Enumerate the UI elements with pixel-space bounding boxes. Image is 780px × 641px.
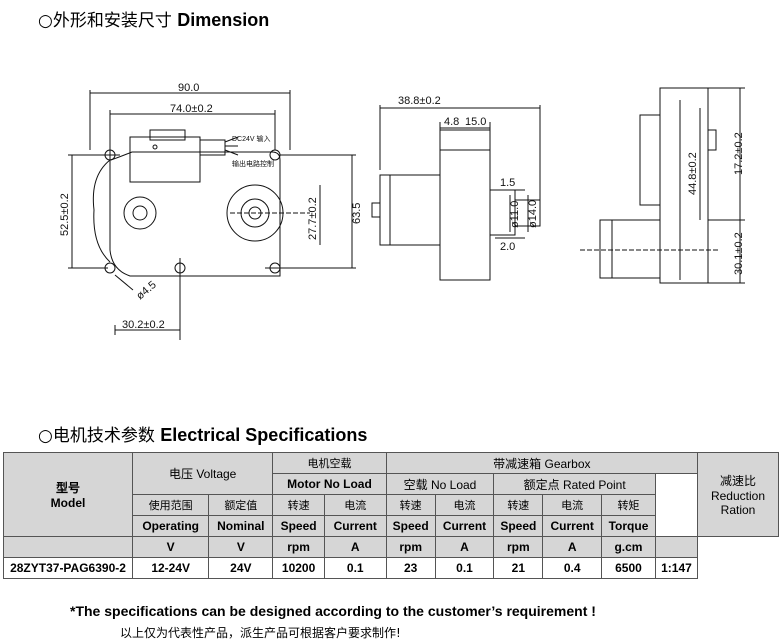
voltage-header: 电压 Voltage bbox=[131, 452, 274, 495]
dim-end-h3: 30.1±0.2 bbox=[733, 232, 745, 275]
cell-noload-speed: 23 bbox=[385, 557, 436, 579]
unit-cell: rpm bbox=[493, 536, 544, 558]
unit-cell: V bbox=[131, 536, 210, 558]
cell-motor-speed: 10200 bbox=[272, 557, 325, 579]
operating-cn: 使用范围 bbox=[131, 494, 210, 516]
dimension-title-en: Dimension bbox=[177, 10, 270, 30]
dim-side-w2: 15.0 bbox=[465, 116, 486, 128]
dimension-drawing: 90.0 74.0±0.2 DC24V 输入 输出电路控制 52.5±0.2 2… bbox=[59, 82, 745, 340]
dim-front-width-holes: 74.0±0.2 bbox=[170, 103, 213, 115]
gearbox-header: 带减速箱 Gearbox bbox=[385, 452, 699, 474]
rated-header: 额定点 Rated Point bbox=[493, 473, 656, 495]
motor-header-en: Motor No Load bbox=[272, 473, 387, 495]
dim-bottom-offset: 30.2±0.2 bbox=[122, 319, 165, 331]
unit-blank bbox=[3, 536, 133, 558]
unit-cell: rpm bbox=[272, 536, 325, 558]
current-cn: 电流 bbox=[434, 494, 495, 516]
spec-title-cn: 电机技术参数 bbox=[52, 426, 155, 446]
cell-operating: 12-24V bbox=[131, 557, 210, 579]
current-en: Current bbox=[542, 515, 602, 537]
bullet-icon: ○ bbox=[38, 11, 53, 31]
unit-cell: V bbox=[208, 536, 274, 558]
dim-shaft-d2: ø14.0 bbox=[527, 200, 539, 228]
dim-shaft-d1: ø11.0 bbox=[509, 201, 521, 228]
speed-cn: 转速 bbox=[493, 494, 544, 516]
dim-shaft-1: 1.5 bbox=[500, 177, 515, 189]
dimension-title: ○外形和安装尺寸 Dimension bbox=[38, 6, 269, 31]
customization-note-cn: 以上仅为代表性产品，派生产品可根据客户要求制作! bbox=[120, 626, 401, 640]
unit-cell: rpm bbox=[385, 536, 436, 558]
cell-motor-current: 0.1 bbox=[323, 557, 387, 579]
unit-cell: g.cm bbox=[601, 536, 656, 558]
torque-cn: 转矩 bbox=[601, 494, 656, 516]
current-cn: 电流 bbox=[323, 494, 387, 516]
speed-en: Speed bbox=[493, 515, 544, 537]
bullet-icon: ○ bbox=[38, 426, 53, 446]
dim-end-h2: 44.8±0.2 bbox=[687, 152, 699, 195]
speed-en: Speed bbox=[272, 515, 325, 537]
speed-cn: 转速 bbox=[272, 494, 325, 516]
connector-out-label: 输出电路控制 bbox=[232, 159, 274, 168]
dim-hole-dia: ø4.5 bbox=[134, 279, 159, 302]
unit-cell: A bbox=[323, 536, 387, 558]
dim-left-height: 52.5±0.2 bbox=[59, 193, 71, 236]
customization-note: *The specifications can be designed acco… bbox=[70, 603, 596, 619]
end-view bbox=[580, 87, 745, 284]
dim-front-width-overall: 90.0 bbox=[178, 82, 199, 94]
dim-shaft-2: 2.0 bbox=[500, 241, 515, 253]
front-view bbox=[68, 90, 356, 340]
motor-header-cn: 电机空载 bbox=[272, 452, 387, 474]
cell-reduction: 1:147 bbox=[654, 557, 699, 579]
operating-en: Operating bbox=[131, 515, 210, 537]
unit-cell: A bbox=[434, 536, 495, 558]
speed-cn: 转速 bbox=[385, 494, 436, 516]
dim-right-height-inner: 27.7±0.2 bbox=[307, 197, 319, 240]
nominal-en: Nominal bbox=[208, 515, 274, 537]
spec-title: ○电机技术参数 Electrical Specifications bbox=[38, 421, 367, 446]
cell-rated-torque: 6500 bbox=[601, 557, 656, 579]
noload-header: 空载 No Load bbox=[385, 473, 495, 495]
unit-cell: A bbox=[542, 536, 602, 558]
cell-noload-current: 0.1 bbox=[434, 557, 495, 579]
current-en: Current bbox=[434, 515, 495, 537]
unit-blank bbox=[654, 536, 699, 558]
torque-en: Torque bbox=[601, 515, 656, 537]
cell-rated-speed: 21 bbox=[493, 557, 544, 579]
current-en: Current bbox=[323, 515, 387, 537]
dim-end-h1: 17.2±0.2 bbox=[733, 132, 745, 175]
nominal-cn: 额定值 bbox=[208, 494, 274, 516]
dim-side-w1: 4.8 bbox=[444, 116, 459, 128]
speed-en: Speed bbox=[385, 515, 436, 537]
connector-dc-label: DC24V 输入 bbox=[232, 134, 271, 143]
cell-rated-current: 0.4 bbox=[542, 557, 602, 579]
current-cn: 电流 bbox=[542, 494, 602, 516]
dimension-title-cn: 外形和安装尺寸 bbox=[52, 11, 172, 31]
dim-side-width: 38.8±0.2 bbox=[398, 95, 441, 107]
cell-nominal: 24V bbox=[208, 557, 274, 579]
spec-title-en: Electrical Specifications bbox=[160, 425, 368, 445]
cell-model: 28ZYT37-PAG6390-2 bbox=[3, 557, 133, 579]
side-view bbox=[371, 105, 541, 281]
table-row: 28ZYT37-PAG6390-2 12-24V 24V 10200 0.1 2… bbox=[3, 557, 779, 579]
dim-right-height-outer: 63.5 bbox=[351, 203, 363, 224]
